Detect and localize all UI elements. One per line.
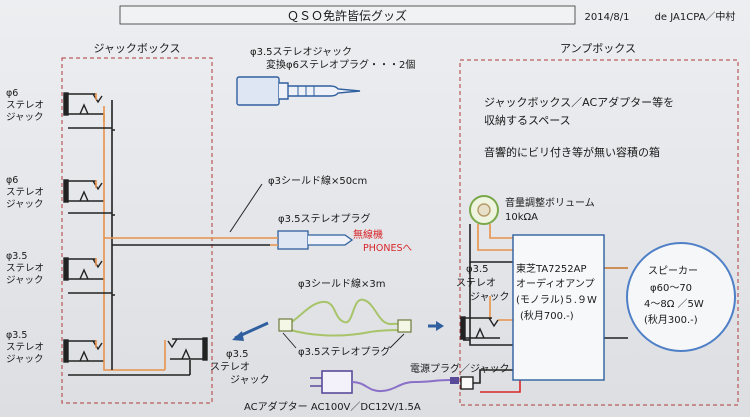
jack2-label-line2: ステレオ [6,187,44,198]
converter-plug-icon [236,76,361,106]
amp-box-title: アンプボックス [560,42,636,55]
volume-label-line2: 10kΩA [505,212,538,223]
cable1-pointer-line [229,183,263,233]
jack3-label: φ3.5 ステレオ ジャック [6,251,44,286]
jack4-symbol-a [63,339,104,363]
jack2-label: φ6 ステレオ ジャック [6,175,44,210]
amp-box-desc3: 音響的にビリ付き等が無い容積の箱 [484,145,660,159]
speaker-line2: φ60～70 [650,283,692,294]
jack3-label-line1: φ3.5 [6,251,27,262]
speaker-circle [626,242,736,352]
power-jack-icon [460,376,474,390]
amp-box-desc1: ジャックボックス／ACアダプター等を [484,95,674,109]
amp-input-jack-line2: ステレオ [456,277,496,289]
amp-wiring [463,224,628,393]
amp-box-desc2: 収納するスペース [484,114,571,127]
phones-label: PHONESへ [363,243,412,254]
jack4-label-line2: ステレオ [6,342,44,353]
title-box [119,5,576,25]
cable2-plug-right [397,319,412,333]
ac-adapter-icon [310,370,459,394]
jack4-symbol-b [167,337,208,361]
volume-pot-icon [469,195,499,225]
amp-ic-box [512,234,605,381]
converter-label-line1: φ3.5ステレオジャック [250,46,352,58]
jack-symbols [63,92,208,363]
speaker-line1: スピーカー [648,265,698,277]
amp-ic-line4: (秋月700.-) [520,309,574,322]
jack4-label-line3: ジャック [6,354,44,365]
cable2-plug-label: φ3.5ステレオプラグ [298,345,391,358]
amp-ic-line3: (モノラル)５.９W [516,294,597,306]
cable1-plug-label: φ3.5ステレオプラグ [278,212,371,225]
jack3-label-line3: ジャック [6,275,44,286]
speaker-line4: (秋月300.-) [644,313,698,326]
cable2-plug-pointers [282,332,405,349]
power-jack-label: 電源プラグ／ジャック [410,362,510,375]
jack1-label-line2: ステレオ [6,100,44,111]
cable1-label: φ3シールド線×50cm [268,174,367,187]
page-title: ＱＳＯ免許皆伝グッズ [287,8,407,23]
amp-input-jack-symbol [460,316,500,340]
amp-ic-line1: 東芝TA7252AP [516,262,587,275]
cable2-label: φ3シールド線×3m [298,277,385,290]
jack3-label-line2: ステレオ [6,263,44,274]
jack-box-frame [61,57,213,404]
header-author: de JA1CPA／中村 [655,10,736,23]
jack-box-wiring [68,93,270,376]
volume-label-line1: 音量調整ボリューム [505,196,595,209]
jack3-symbol [63,257,104,281]
cable2-jack-label-line2: ステレオ [210,361,250,373]
cable2-jack-label-line3: ジャック [230,374,270,386]
jack2-label-line3: ジャック [6,199,44,210]
converter-label-line2: 変換φ6ステレオプラグ・・・2個 [266,58,415,71]
amp-box-frame [459,59,739,406]
jack1-symbol [63,92,104,116]
jack2-symbol [63,179,104,203]
header-date: 2014/8/1 [585,12,630,23]
jack2-label-line1: φ6 [6,175,18,186]
cable2-coil [286,298,406,337]
jack1-label-line3: ジャック [6,112,44,123]
jack4-label: φ3.5 ステレオ ジャック [6,330,44,365]
jack-box-title: ジャックボックス [93,42,180,55]
jack1-label-line1: φ6 [6,88,18,99]
amp-input-jack-line3: ジャック [470,291,510,303]
jack4-label-line1: φ3.5 [6,330,27,341]
jack1-label: φ6 ステレオ ジャック [6,88,44,123]
radio-label: 無線機 [353,228,383,241]
cable1-plug-icon [270,230,354,250]
cable2-plug-left [278,318,293,332]
ac-adapter-label: ACアダプター AC100V／DC12V/1.5A [244,400,421,413]
arrow-left-head [232,331,244,341]
speaker-line3: 4～8Ω ／5W [644,298,704,310]
cable2-jack-label-line1: φ3.5 [226,349,249,360]
amp-ic-line2: オーディオアンプ [516,277,595,290]
arrow-right-head [436,321,444,331]
amp-input-jack-line1: φ3.5 [466,264,489,275]
